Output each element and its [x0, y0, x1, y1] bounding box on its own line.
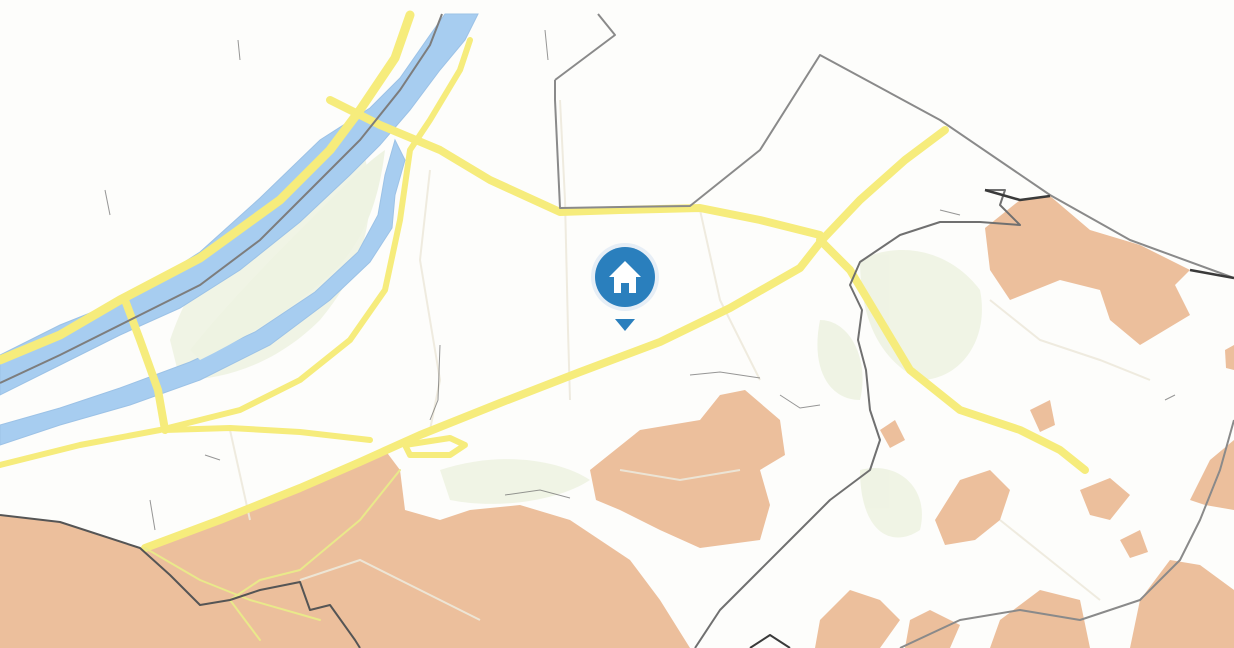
building-mark: [104, 189, 111, 216]
building-mark: [939, 209, 961, 216]
building-marks: [104, 29, 1176, 531]
urban-zone: [1140, 585, 1175, 615]
building-mark: [779, 394, 821, 409]
river: [0, 13, 479, 446]
major-road-link: [162, 425, 373, 443]
boundary-line: [0, 514, 361, 648]
building-mark: [1164, 394, 1176, 401]
urban-zone: [935, 470, 1010, 545]
major-road-riverside-north: [0, 10, 415, 365]
river-channel: [0, 138, 406, 446]
urban-zone: [985, 196, 1190, 345]
minor-roads: [229, 99, 1151, 621]
house-glyph: [609, 261, 641, 293]
boundary-line: [554, 54, 1234, 279]
urban-zone: [1120, 530, 1148, 558]
boundary-line: [694, 189, 1021, 648]
minor-road: [999, 519, 1101, 601]
major-roads: [0, 10, 1089, 641]
boundary-line: [984, 188, 1051, 202]
boundary-line: [1189, 268, 1234, 280]
building-mark: [204, 454, 221, 461]
major-road-riverside-south: [0, 37, 473, 468]
river-island: [190, 150, 385, 360]
major-road-east: [816, 236, 1089, 474]
minor-road: [619, 469, 741, 482]
park-area: [440, 459, 590, 504]
building-mark: [237, 39, 241, 61]
urban-zone: [590, 390, 785, 548]
minor-road-yellow: [144, 547, 321, 621]
urban-zone: [1080, 478, 1130, 520]
boundary-line: [899, 419, 1234, 648]
minor-road: [299, 558, 481, 621]
building-mark: [689, 371, 761, 379]
minor-road: [559, 99, 571, 401]
building-mark: [429, 344, 441, 421]
minor-road: [229, 429, 251, 521]
major-road-bridge: [121, 296, 169, 434]
park-area: [860, 250, 982, 380]
river-main: [0, 13, 479, 396]
urban-zone: [815, 590, 900, 648]
boundary-line: [749, 634, 791, 648]
building-mark: [149, 499, 156, 531]
building-mark: [544, 29, 549, 61]
urban-zone: [880, 420, 905, 448]
boundaries: [0, 13, 1234, 648]
minor-road: [699, 209, 761, 381]
urban-zones: [0, 196, 1234, 648]
urban-zone: [1030, 400, 1055, 432]
major-road-avenue: [141, 126, 949, 552]
urban-zone: [1225, 345, 1234, 370]
park-area: [817, 320, 863, 400]
building-mark: [504, 489, 571, 499]
major-road-boulevard: [326, 96, 824, 239]
urban-zone: [1130, 560, 1234, 648]
marker-pointer: [615, 319, 635, 331]
rail-lines: [0, 13, 443, 384]
boundary-line: [554, 13, 616, 81]
home-location-marker[interactable]: [589, 243, 661, 335]
urban-zone: [990, 590, 1090, 648]
urban-zone: [0, 450, 690, 648]
minor-road-yellow: [229, 469, 401, 641]
minor-road: [989, 299, 1151, 381]
rail-line: [0, 13, 443, 384]
home-icon: [591, 243, 659, 331]
major-road-loop: [402, 435, 468, 458]
minor-road: [418, 169, 442, 431]
park-area: [860, 468, 922, 538]
